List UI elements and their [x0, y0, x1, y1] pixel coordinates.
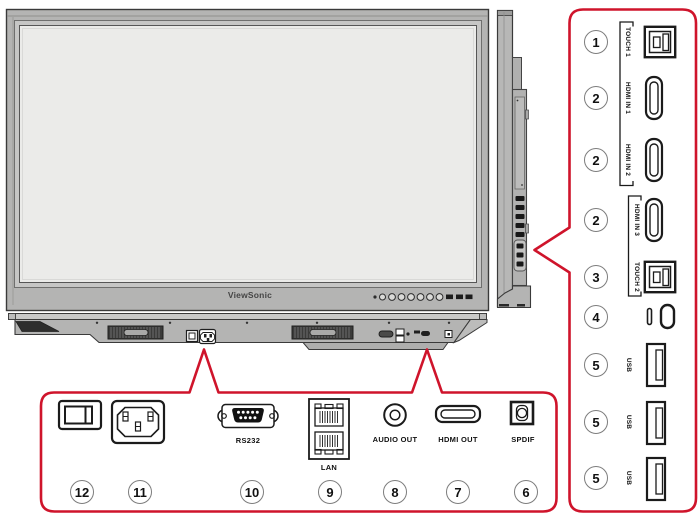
port-label-usb2: USB	[625, 414, 632, 430]
spdif-port-icon	[509, 400, 535, 426]
port-label-touch1: TOUCH 1	[624, 27, 631, 57]
speaker-grille-right	[291, 325, 354, 340]
slim-port-icon	[646, 307, 653, 326]
port-label-hdmi1: HDMI IN 1	[624, 81, 631, 115]
callout-number-10: 10	[240, 480, 264, 504]
bottom-callout-panel	[39, 348, 558, 513]
port-label-usb1: USB	[625, 357, 632, 373]
usb-a-port-icon	[645, 456, 667, 502]
port-label-hdmi3: HDMI IN 3	[633, 203, 640, 237]
port-group-bracket-top	[619, 21, 634, 187]
display-bottom-view	[8, 313, 488, 350]
port-label-hdmi2: HDMI IN 2	[624, 143, 631, 177]
port-group-bracket-bottom	[627, 195, 642, 297]
callout-number-2c: 2	[584, 208, 608, 232]
callout-number-5: 5	[584, 353, 608, 377]
hdmi-port-icon	[644, 137, 664, 183]
callout-number-1: 1	[584, 30, 608, 54]
ac-inlet-icon	[110, 399, 166, 445]
port-label-audioout: AUDIO OUT	[372, 435, 418, 444]
display-side-view	[496, 9, 532, 309]
port-label-rs232: RS232	[235, 436, 261, 445]
rs232-port-icon	[217, 403, 279, 429]
callout-number-5b: 5	[584, 410, 608, 434]
callout-number-12: 12	[70, 480, 94, 504]
display-front-view	[5, 8, 490, 312]
callout-number-3: 3	[584, 265, 608, 289]
callout-number-4: 4	[584, 305, 608, 329]
callout-number-7: 7	[446, 480, 470, 504]
screw-dots	[95, 321, 451, 324]
hdmi-port-icon	[644, 75, 664, 121]
callout-number-6: 6	[514, 480, 538, 504]
hdmi-port-icon	[644, 197, 664, 243]
bottom-port-cluster	[378, 328, 453, 343]
callout-number-8: 8	[383, 480, 407, 504]
usb-b-port-icon	[643, 260, 677, 294]
usb-b-port-icon	[643, 25, 677, 59]
side-port-slots	[515, 196, 525, 237]
callout-number-5c: 5	[584, 466, 608, 490]
bottom-power-cluster	[185, 328, 217, 345]
usb-a-port-icon	[645, 342, 667, 388]
callout-number-9: 9	[318, 480, 342, 504]
port-label-hdmiout: HDMI OUT	[438, 435, 478, 444]
viewsonic-logo: ViewSonic	[227, 290, 273, 300]
usb-c-port-icon	[659, 303, 676, 330]
hdmi-out-port-icon	[434, 404, 482, 424]
ir-sensor-windows	[446, 294, 473, 300]
port-label-spdif: SPDIF	[511, 435, 535, 444]
callout-number-2b: 2	[584, 148, 608, 172]
speaker-grille-left	[107, 325, 164, 340]
screen	[19, 25, 477, 283]
front-control-buttons	[373, 293, 444, 301]
port-label-touch2: TOUCH 2	[633, 262, 640, 292]
port-label-usb3: USB	[625, 470, 632, 486]
power-switch-icon	[57, 399, 103, 431]
callout-number-11: 11	[128, 480, 152, 504]
callout-number-2: 2	[584, 86, 608, 110]
audio-jack-icon	[383, 403, 407, 427]
usb-a-port-icon	[645, 400, 667, 446]
port-label-lan: LAN	[320, 463, 338, 472]
lan-port-icon	[308, 398, 350, 460]
